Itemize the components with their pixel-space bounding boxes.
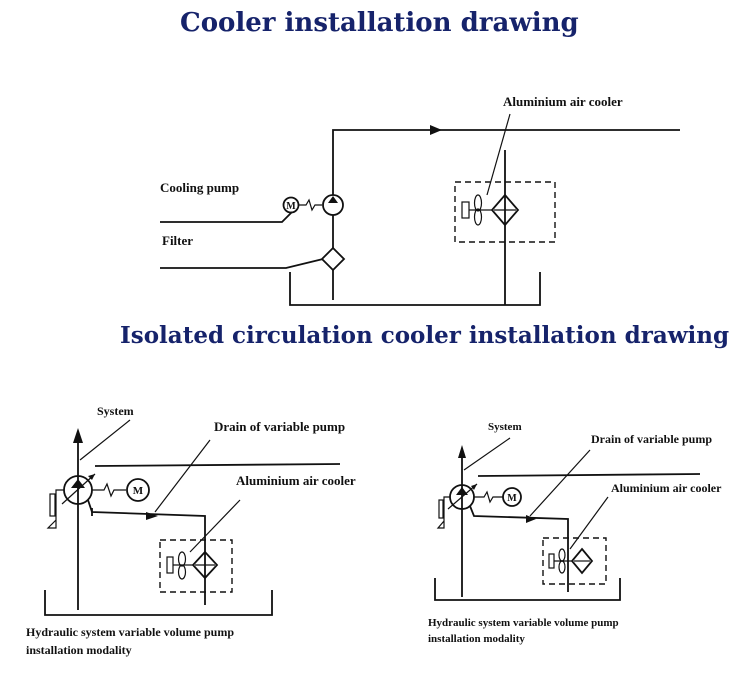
right-fan-motor [548, 553, 555, 569]
right-cooler-exchanger [570, 547, 594, 575]
right-drain-label: Drain of variable pump [591, 432, 712, 446]
top-cooler-box [454, 181, 556, 243]
right-pump-triangle [456, 487, 468, 495]
right-drain-top-line [477, 473, 701, 477]
left-motor-label: M [133, 485, 144, 497]
left-aluminium-cooler-label: Aluminium air cooler [236, 473, 356, 488]
right-cooler-box [542, 537, 607, 585]
top-fan-motor [461, 201, 470, 219]
top-pump-symbol [322, 194, 344, 216]
top-diagram: M Aluminium air cooler Cooling pump Filt… [160, 94, 680, 306]
right-drain-leader [529, 449, 591, 517]
top-filter-label: Filter [162, 233, 193, 248]
top-tank [289, 272, 541, 306]
right-diagram: M System Drain of variable pump Aluminiu… [428, 421, 722, 645]
left-diagram: M System Drain of variable pump Aluminiu… [26, 404, 356, 657]
top-aluminium-cooler-label: Aluminium air cooler [503, 94, 623, 109]
left-fan-motor [166, 556, 174, 574]
left-tank [44, 590, 273, 616]
left-caption-line2: installation modality [26, 643, 132, 657]
left-cooler-exchanger [191, 550, 219, 580]
right-system-leader [463, 437, 511, 471]
top-motor-symbol [282, 196, 300, 214]
right-caption-line2: installation modality [428, 633, 525, 645]
top-cooling-pump-label: Cooling pump [160, 180, 239, 195]
right-fan-blade-upper [558, 548, 566, 562]
right-compensator [436, 496, 450, 529]
right-drain-arrow [526, 515, 536, 523]
left-drain-arrow [146, 512, 158, 520]
right-coupling [474, 490, 503, 504]
left-cooler-leader [189, 499, 241, 553]
right-system-label: System [488, 421, 522, 433]
right-motor-label: M [507, 493, 517, 504]
right-caption-line1: Hydraulic system variable volume pump [428, 617, 619, 629]
top-coupling [299, 198, 322, 212]
left-drain-leader [154, 439, 211, 513]
top-filter-inlet-line [160, 258, 324, 269]
left-coupling [92, 482, 126, 498]
right-pump-variable-arrowhead [471, 484, 477, 490]
left-system-arrow [73, 428, 83, 443]
right-aluminium-cooler-label: Aluminium air cooler [611, 481, 722, 495]
top-fan-blade-upper [473, 194, 483, 212]
right-fan-blade-lower [558, 560, 566, 574]
top-flow-arrow [430, 125, 442, 135]
left-pump-variable-arrow [61, 473, 96, 505]
top-pump-inlet-line [160, 211, 293, 223]
left-drain-top-line [94, 463, 341, 467]
top-pressure-line [332, 129, 680, 195]
left-cooler-box [159, 539, 233, 593]
left-drain-label: Drain of variable pump [214, 419, 345, 434]
top-filter-symbol [320, 246, 346, 272]
left-fan-blade-lower [177, 564, 187, 580]
left-fan-blade-upper [177, 551, 187, 567]
top-fan-blade-lower [473, 208, 483, 226]
top-cooler-exchanger [490, 193, 520, 227]
left-compensator-spring [49, 493, 56, 517]
left-system-leader [79, 419, 131, 461]
left-compensator [46, 489, 64, 529]
left-caption-line1: Hydraulic system variable volume pump [26, 625, 234, 639]
right-motor-symbol [502, 487, 522, 507]
main-title: Cooler installation drawing [180, 8, 579, 38]
left-pump-triangle [71, 479, 85, 488]
right-cooler-leader [569, 496, 609, 550]
right-drain-line [469, 505, 569, 592]
isolated-title: Isolated circulation cooler installation… [120, 322, 730, 349]
left-pump-variable-arrowhead [88, 474, 95, 480]
right-tank [434, 578, 621, 601]
top-cooler-leader [486, 113, 511, 196]
right-compensator-spring [438, 499, 444, 519]
left-motor-symbol [126, 478, 150, 502]
right-system-arrow [458, 445, 466, 458]
right-pump-variable-arrow [447, 483, 478, 510]
top-motor-label: M [286, 201, 296, 212]
top-pump-triangle [328, 196, 338, 203]
left-system-label: System [97, 404, 134, 418]
